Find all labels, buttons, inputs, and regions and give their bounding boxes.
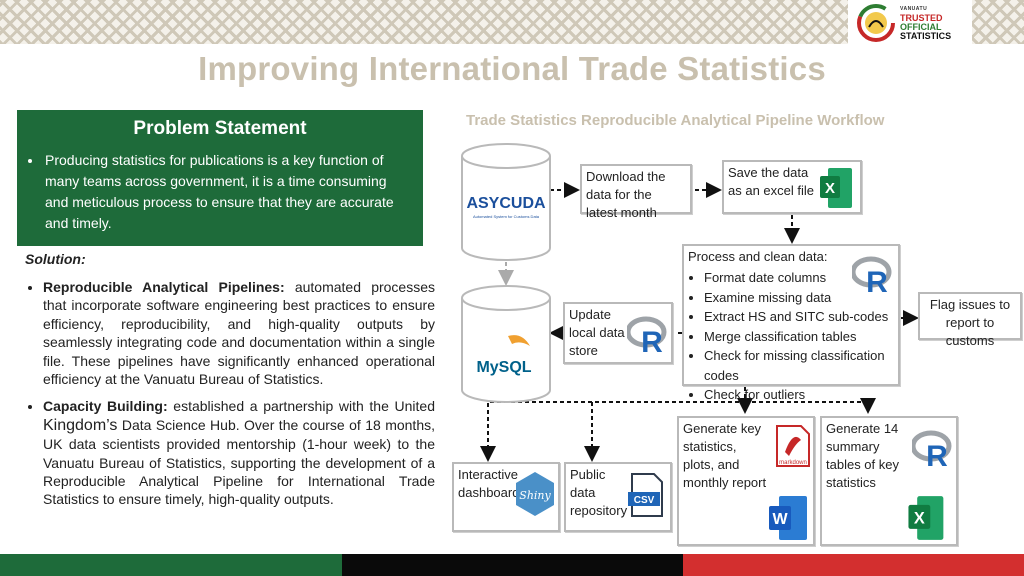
vts-logo: VANUATU TRUSTED OFFICIAL STATISTICS [848,0,972,46]
solution-kingdom: Kingdom’s [43,416,118,434]
solution-list: Reproducible Analytical Pipelines: autom… [25,278,435,518]
r-logo-icon: R [852,256,892,296]
svg-text:markdown: markdown [779,460,807,466]
solution-heading-capacity: Capacity Building: [43,398,168,415]
mysql-database-icon: MySQL [461,285,551,403]
process-title: Process and clean data: [688,249,828,264]
update-text: Update local data store [569,307,625,358]
solution-text-capacity-a: established a partnership with the Unite… [167,398,435,415]
word-icon: W [769,496,807,540]
interactive-dashboard-node: Interactive dashboard Shiny [452,462,560,532]
page-title: Improving International Trade Statistics [198,50,826,87]
svg-text:CSV: CSV [634,495,655,506]
logo-line-2: OFFICIAL [900,22,942,32]
logo-small-text: VANUATU [900,6,928,12]
logo-line-3: STATISTICS [900,31,952,41]
svg-text:R: R [926,440,948,470]
problem-bullet: Producing statistics for publications is… [43,150,413,234]
shiny-icon: Shiny [516,472,554,516]
solution-label: Solution: [25,251,86,267]
problem-list: Producing statistics for publications is… [27,150,413,234]
solution-text-capacity-b: Data Science Hub. Over the course of 18 … [43,416,435,508]
excel-icon: X [820,168,852,208]
svg-text:Shiny: Shiny [519,489,551,502]
generate-key-stats-node: Generate key statistics, plots, and mont… [677,416,815,546]
logo-line-1: TRUSTED [900,13,943,23]
bottom-bar-green [0,554,342,576]
save-text: Save the data as an excel file [728,165,814,198]
update-store-node: Update local data store R [563,302,673,364]
mysql-logo: MySQL [476,359,531,376]
solution-text-rap: automated processes that incorporate sof… [43,279,436,388]
asycuda-logo: ASYCUDA [466,195,546,212]
solution-item-capacity: Capacity Building: established a partner… [43,397,435,508]
generate-key-text: Generate key statistics, plots, and mont… [683,421,767,490]
generate-summary-tables-node: Generate 14 summary tables of key statis… [820,416,958,546]
problem-title: Problem Statement [133,118,307,139]
csv-file-icon: CSV [628,473,663,517]
download-text: Download the data for the latest month [586,169,666,220]
process-item: Examine missing data [704,288,898,308]
process-clean-node: Process and clean data: Format date colu… [682,244,900,402]
arrow-process-down [584,387,746,462]
arrow-process-generate-14 [745,398,876,414]
vts-emblem-icon [857,4,895,42]
flag-issues-node: Flag issues to report to customs [918,292,1022,348]
solution-heading-rap: Reproducible Analytical Pipelines: [43,279,285,295]
process-item: Check for missing classification codes [704,346,898,385]
process-item: Extract HS and SITC sub-codes [704,307,898,327]
asycuda-subtitle: Automated System for Customs Data [473,214,540,219]
svg-text:R: R [866,266,888,296]
process-item: Merge classification tables [704,327,898,347]
svg-text:X: X [914,509,925,527]
dashboard-text: Interactive dashboard [458,467,520,500]
svg-text:R: R [641,326,663,356]
download-data-node: Download the data for the latest month [580,164,692,220]
bottom-bar-red [683,554,1024,576]
save-excel-node: Save the data as an excel file X [722,160,862,214]
asycuda-database-icon: ASYCUDA Automated System for Customs Dat… [461,143,551,261]
svg-text:W: W [772,511,788,528]
generate-14-text: Generate 14 summary tables of key statis… [826,421,899,490]
excel-icon: X [908,496,944,540]
workflow-title: Trade Statistics Reproducible Analytical… [466,112,885,129]
process-item: Format date columns [704,268,898,288]
public-repository-node: Public data repository CSV [564,462,672,532]
svg-text:X: X [825,180,835,197]
r-logo-icon: R [912,430,952,470]
public-text: Public data repository [570,467,628,518]
arrow-process-dashboard [480,401,592,462]
bottom-bar-black [342,554,683,576]
r-logo-icon: R [627,316,667,356]
solution-item-rap: Reproducible Analytical Pipelines: autom… [43,278,435,388]
process-item: Check for outliers [704,385,898,405]
rmarkdown-icon: markdown [776,425,810,467]
flag-text: Flag issues to report to customs [929,297,1011,348]
problem-statement-box: Problem Statement Producing statistics f… [17,110,423,246]
